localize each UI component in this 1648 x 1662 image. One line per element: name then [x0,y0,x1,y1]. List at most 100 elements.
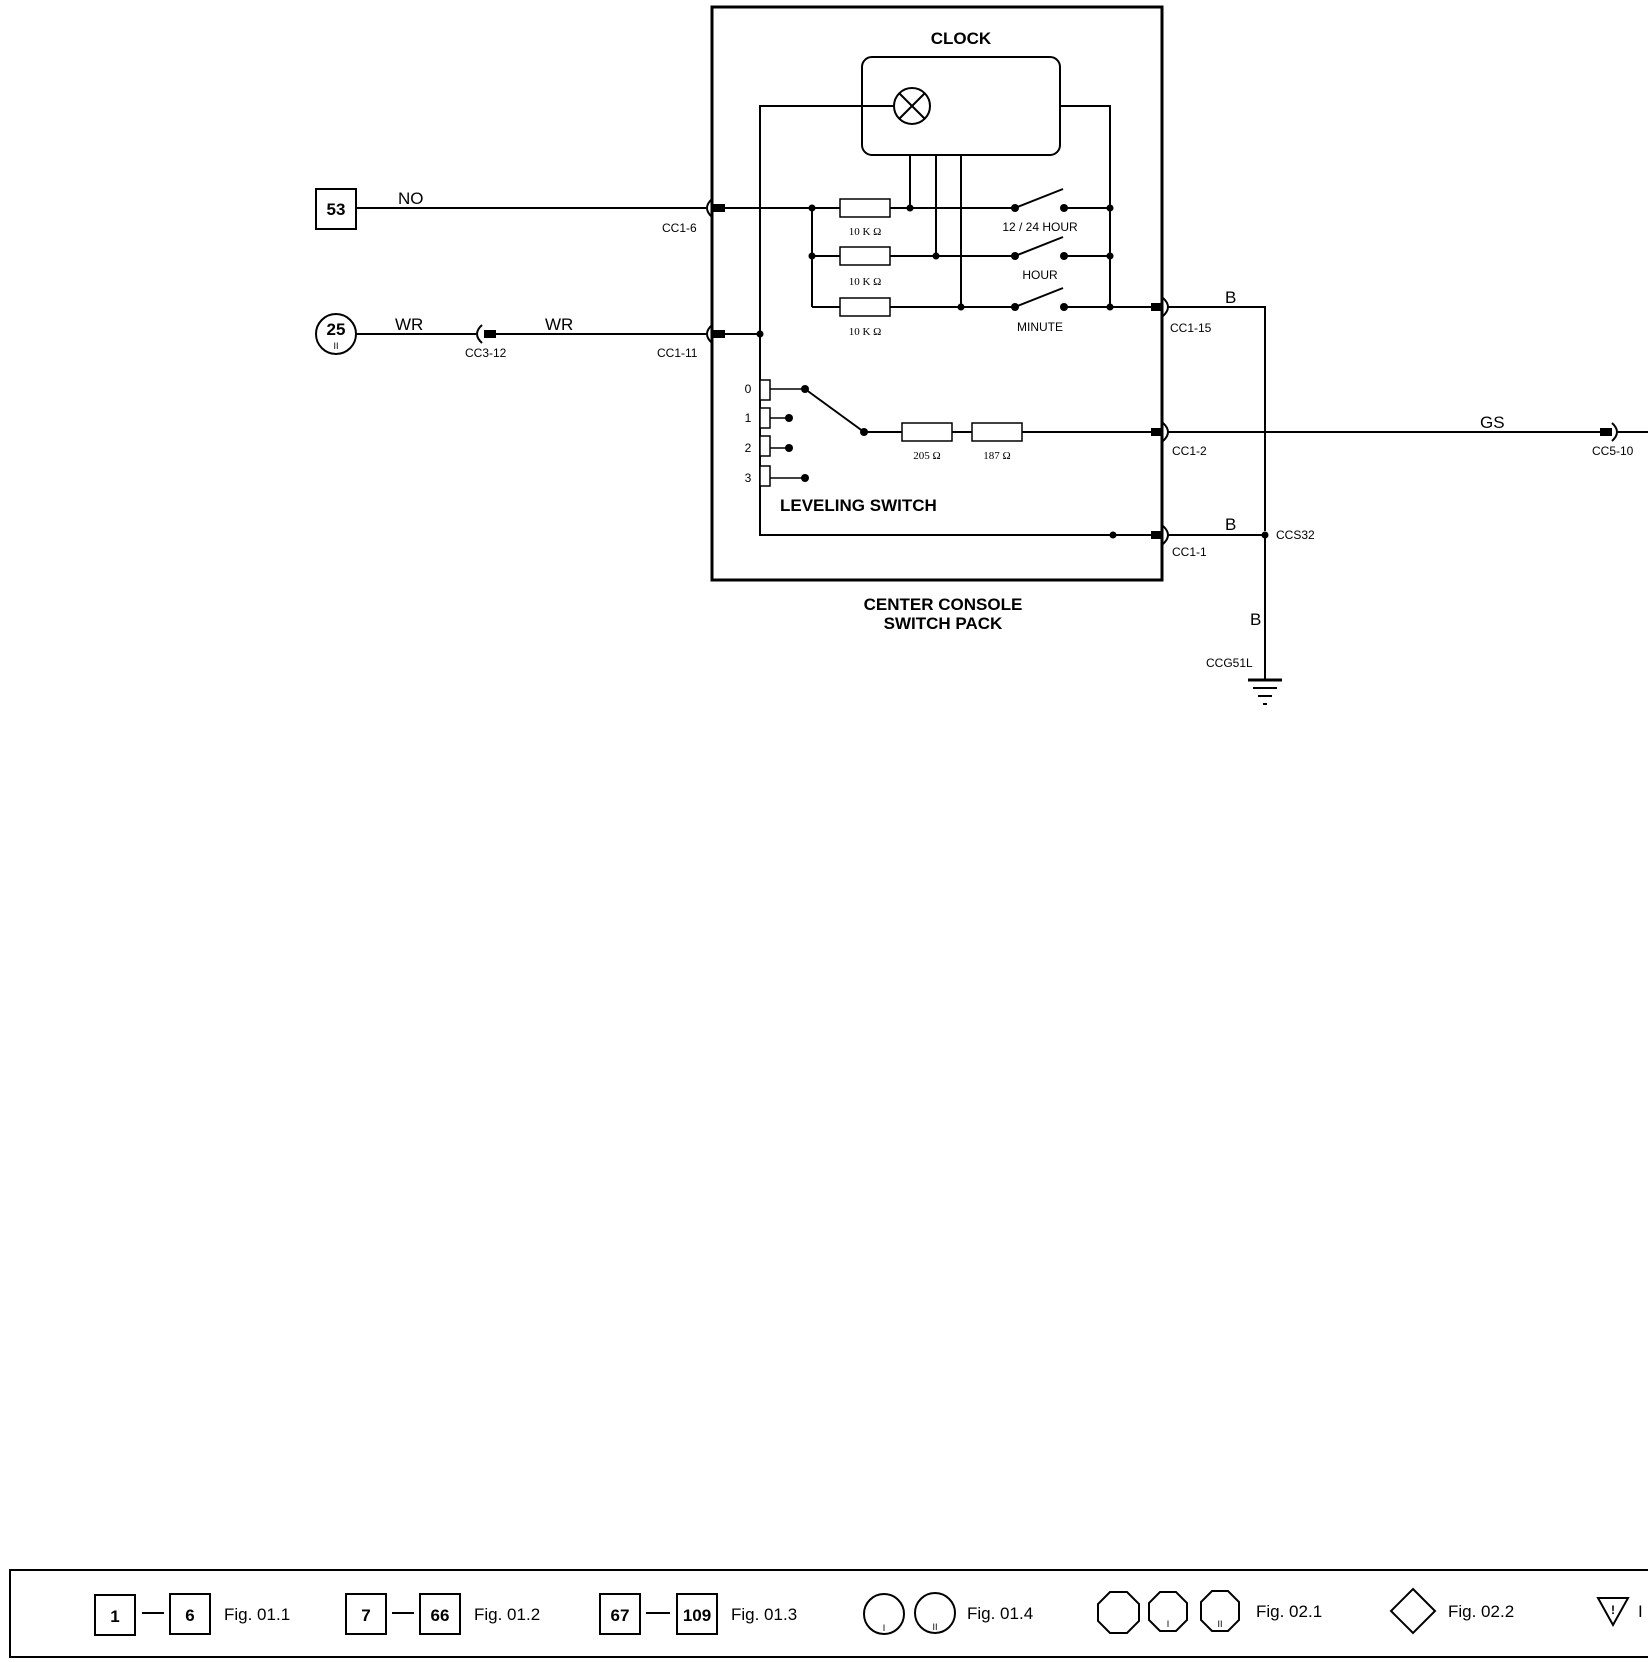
resistor-r3-label: 10 K Ω [849,326,882,338]
leveling-contact-2 [785,444,793,452]
legend-triangle-mark: ! [1611,1603,1615,1617]
ref-53-label: 53 [327,200,346,219]
leveling-pos-2: 2 [745,441,752,455]
ref-25-sub: II [333,341,338,351]
clock-title: CLOCK [931,29,992,48]
legend-diamond-icon [1389,1587,1437,1635]
legend-box-109 [676,1593,718,1635]
lamp-feed-wire [759,105,1113,536]
legend-fig-01-4: Fig. 01.4 [967,1604,1033,1623]
legend-circle-ii-sub: II [932,1622,937,1632]
legend-fig-01-1: Fig. 01.1 [224,1605,290,1624]
resistor-r1-label: 10 K Ω [849,226,882,238]
junction-r3-clock [957,303,965,311]
switch-minute-blade [1014,287,1064,308]
ground-icon [1248,678,1282,705]
leveling-contact-1 [785,414,793,422]
legend-fig-02-1: Fig. 02.1 [1256,1602,1322,1621]
legend-fig-02-2: Fig. 02.2 [1448,1602,1514,1621]
legend-frame [9,1569,1648,1658]
leveling-res-3 [759,465,771,487]
leveling-switch-title: LEVELING SWITCH [780,496,937,515]
legend-box-6 [169,1593,211,1635]
legend-circle-ii-icon [914,1592,956,1634]
resistor-r5 [971,422,1023,442]
terminal-cc1-15 [1151,303,1163,311]
legend-circle-i-icon [863,1593,905,1635]
ref-25-label: 25 [327,320,346,339]
legend-fig-partial: I [1638,1602,1643,1621]
connector-cc1-1-symbol [1162,525,1169,545]
connector-cc1-2-label: CC1-2 [1172,444,1207,458]
leveling-switch-positions: 0 1 2 3 [745,379,809,487]
legend-octagon-ii-icon [1200,1590,1240,1632]
legend-fig-01-2: Fig. 01.2 [474,1605,540,1624]
leveling-res-2 [759,435,771,457]
connector-cc3-12-label: CC3-12 [465,346,507,360]
legend-octagon-i-icon [1148,1591,1188,1632]
ground-ccg51l-label: CCG51L [1206,656,1253,670]
legend-box-1 [94,1594,136,1636]
legend-circle-i-sub: I [883,1623,886,1633]
legend-fig-01-3: Fig. 01.3 [731,1605,797,1624]
legend-box-1-label: 1 [110,1607,119,1626]
junction-bus-top [756,330,764,338]
junction-r1-left [808,204,816,212]
legend-box-66-label: 66 [431,1606,450,1625]
leveling-pos-0: 0 [745,382,752,396]
legend-octagon-i-sub: I [1167,1619,1170,1629]
resistor-r2 [839,246,891,266]
switch-minute-label: MINUTE [1017,320,1063,334]
clock-right-wire [1060,105,1111,307]
leveling-pos-1: 1 [745,411,752,425]
terminal-cc5-10 [1600,428,1612,436]
switch-pack-box [710,5,1164,582]
clock-lamp-icon [893,87,931,125]
switch-1224-label: 12 / 24 HOUR [1002,220,1078,234]
connector-cc1-6-label: CC1-6 [662,221,697,235]
wire-b-top [1168,306,1266,531]
resistor-r4-label: 205 Ω [913,450,940,462]
connector-cc1-11-symbol [706,324,713,344]
connector-cc1-6-symbol [706,198,713,218]
legend-octagon-icon [1097,1591,1140,1634]
connector-cc3-12-symbol [476,324,483,344]
terminal-cc1-2 [1151,428,1163,436]
connector-cc1-15-symbol [1162,297,1169,317]
resistor-r5-label: 187 Ω [983,450,1010,462]
wire-wr-1-label: WR [395,315,423,334]
wire-wr-2-label: WR [545,315,573,334]
connector-cc1-15-label: CC1-15 [1170,321,1212,335]
junction-minute-bus [1106,303,1114,311]
leveling-contact-3 [801,474,809,482]
switch-1224-blade [1014,188,1064,209]
splice-ccs32-label: CCS32 [1276,528,1315,542]
legend-strip: 1 6 Fig. 01.1 7 66 Fig. 01.2 67 109 Fig.… [9,1569,1648,1658]
connector-cc1-11-label: CC1-11 [657,346,698,360]
legend-octagon-ii-sub: II [1217,1619,1222,1629]
legend-box-109-label: 109 [683,1606,711,1625]
switch-hour-label: HOUR [1022,268,1058,282]
legend-box-66 [419,1593,461,1635]
connector-cc5-10-label: CC5-10 [1592,444,1634,458]
junction-r1-clock [906,204,914,212]
wire-b-vert-label: B [1250,610,1261,629]
leveling-pos-3: 3 [745,471,752,485]
connector-cc1-1-label: CC1-1 [1172,545,1207,559]
connector-cc5-10-symbol [1611,422,1618,442]
resistor-r3 [839,297,891,317]
resistor-r1 [839,198,891,218]
terminal-cc1-6 [713,204,725,212]
wire-b-top-label: B [1225,288,1236,307]
junction-r2-clock [932,252,940,260]
terminal-cc3-12 [484,330,496,338]
legend-box-67 [599,1593,641,1635]
switch-hour-blade [1014,236,1064,257]
leveling-res-1 [759,407,771,429]
switch-pack-title-line2: SWITCH PACK [884,614,1003,633]
legend-triangle-icon [1596,1597,1630,1628]
wire-no-label: NO [398,189,424,208]
legend-box-67-label: 67 [611,1606,630,1625]
wire-gs-label: GS [1480,413,1505,432]
